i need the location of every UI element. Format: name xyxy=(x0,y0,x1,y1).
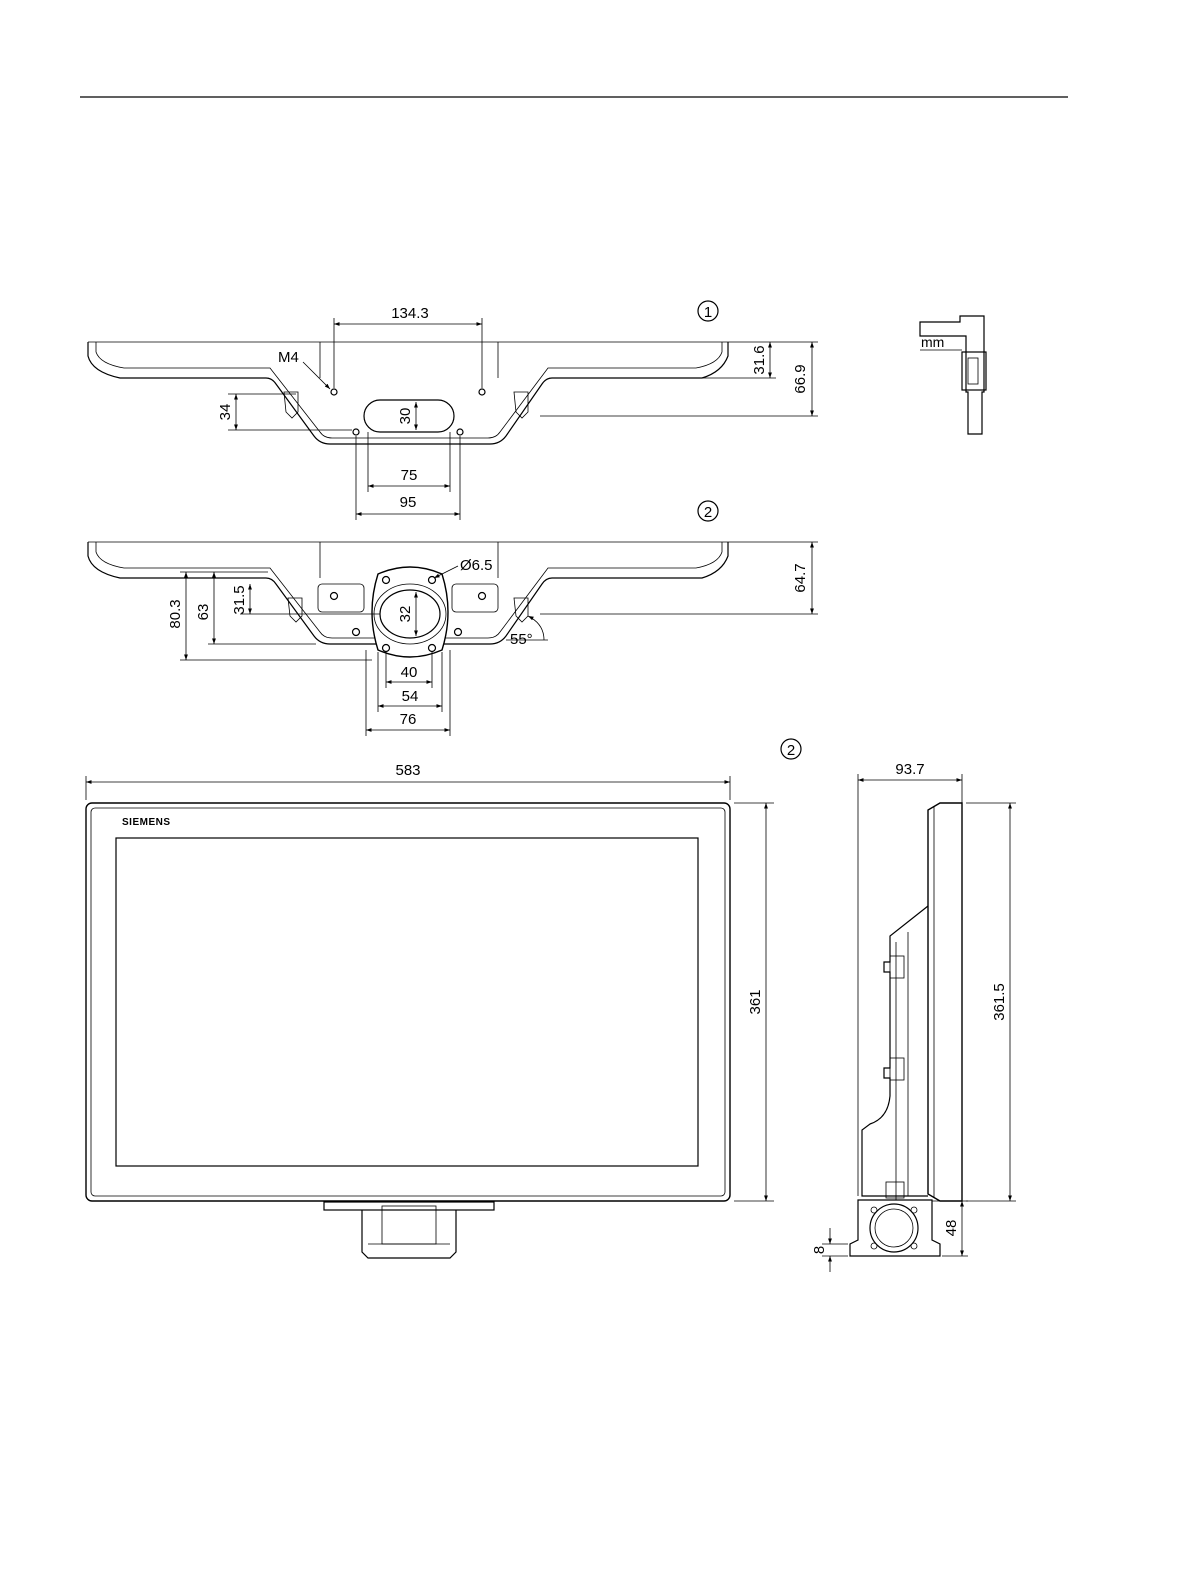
dim-34: 34 xyxy=(217,404,234,421)
side-housing xyxy=(928,803,962,1201)
dim-95: 95 xyxy=(400,494,417,511)
hole-label-d6-5: Ø6.5 xyxy=(460,557,493,574)
brand-logo: SIEMENS xyxy=(122,817,171,828)
dim-31-5: 31.5 xyxy=(231,585,248,614)
dim-66-9: 66.9 xyxy=(792,364,809,393)
side-stand xyxy=(850,1200,940,1256)
side-view: 93.7 361.5 48 8 xyxy=(811,761,1016,1272)
view-3-marker: 2 xyxy=(787,742,795,759)
front-bezel xyxy=(86,803,730,1201)
view-1-marker: 1 xyxy=(704,304,712,321)
dim-361: 361 xyxy=(747,989,764,1014)
front-view: 2 SIEMENS 583 361 xyxy=(86,739,801,1258)
view-2-marker: 2 xyxy=(704,504,712,521)
dim-583: 583 xyxy=(395,762,420,779)
view-2-top: 2 Ø6.5 64.7 xyxy=(88,501,818,736)
dim-8: 8 xyxy=(811,1246,828,1254)
dim-93-7: 93.7 xyxy=(895,761,924,778)
angle-55: 55° xyxy=(510,631,533,648)
dim-76: 76 xyxy=(400,711,417,728)
dim-31-6: 31.6 xyxy=(751,345,768,374)
dim-134-3: 134.3 xyxy=(391,305,429,322)
dim-64-7: 64.7 xyxy=(792,563,809,592)
dim-54: 54 xyxy=(402,688,419,705)
front-stand xyxy=(362,1210,456,1258)
dim-48: 48 xyxy=(943,1220,960,1237)
thread-label-m4: M4 xyxy=(278,349,299,366)
unit-label: mm xyxy=(921,334,944,350)
dim-40: 40 xyxy=(401,664,418,681)
side-stand-tube xyxy=(870,1204,918,1252)
dim-80-3: 80.3 xyxy=(167,599,184,628)
dim-361-5: 361.5 xyxy=(991,983,1008,1021)
dim-75: 75 xyxy=(401,467,418,484)
dim-32: 32 xyxy=(397,606,414,623)
dim-63: 63 xyxy=(195,604,212,621)
dim-30: 30 xyxy=(397,408,414,425)
side-rear-shell xyxy=(862,906,928,1196)
view-1-outline xyxy=(88,342,728,444)
caliper-icon: mm xyxy=(920,316,986,434)
view-1-top: 1 134.3 M4 31.6 xyxy=(88,301,818,520)
